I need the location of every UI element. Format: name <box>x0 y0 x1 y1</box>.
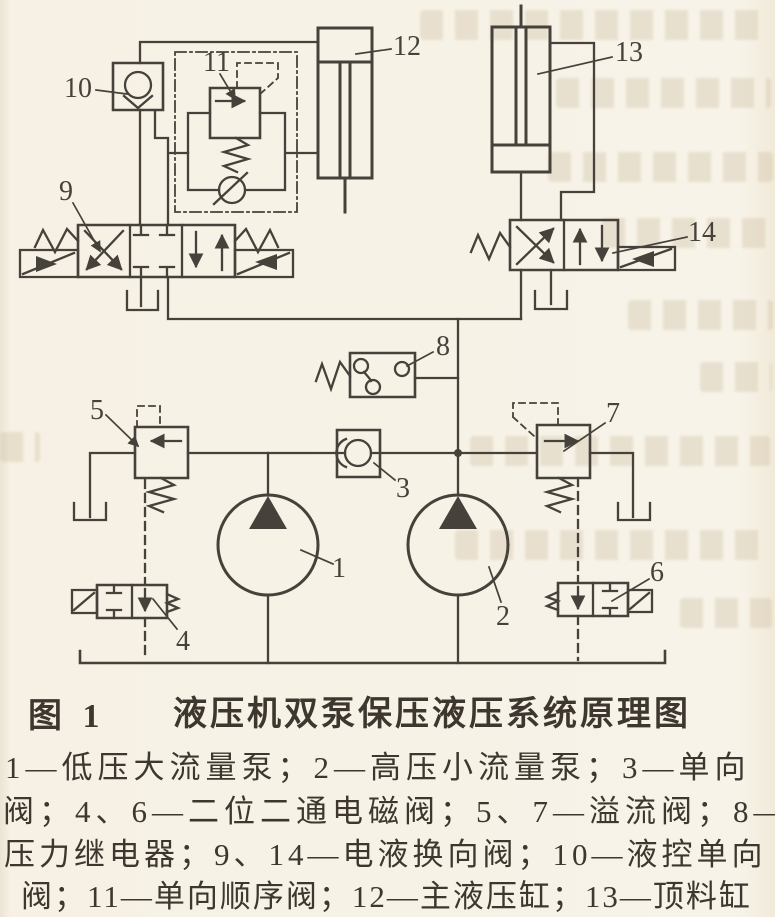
blocked-port-icon <box>107 585 121 618</box>
pilot-line <box>237 63 278 95</box>
spring-icon <box>547 478 572 512</box>
relief-valve-5 <box>135 406 188 512</box>
relief-valve-7 <box>513 403 590 512</box>
tank-icon <box>535 291 567 309</box>
spring-icon <box>547 592 558 610</box>
legend-line: 1—低压大流量泵；2—高压小流量泵；3—单向 <box>5 750 751 785</box>
tank-icon <box>74 503 106 520</box>
spring-icon <box>224 138 248 172</box>
pilot-line <box>137 406 160 427</box>
solenoid-icon <box>628 590 652 612</box>
component-label-7: 7 <box>606 398 620 429</box>
pressure-relay-8 <box>316 353 458 397</box>
legend-line: 压力继电器；9、14—电液换向阀；10—液控单向 <box>4 837 767 872</box>
solenoid-icon <box>20 250 78 277</box>
legend-line: 阀；4、6—二位二通电磁阀；5、7—溢流阀；8— <box>3 794 775 829</box>
main-cylinder-12 <box>318 28 372 212</box>
component-label-12: 12 <box>393 31 421 62</box>
hydraulic-circuit-diagram: 1 2 3 4 5 6 7 8 9 10 11 12 13 14 <box>0 0 716 680</box>
pipe-lines <box>80 42 665 663</box>
component-label-1: 1 <box>332 553 346 584</box>
check-seat-icon <box>124 96 152 108</box>
pump-1 <box>218 495 318 595</box>
component-label-9: 9 <box>59 176 73 207</box>
pump-2 <box>408 495 508 595</box>
component-label-3: 3 <box>396 473 410 504</box>
blocked-port-icon <box>134 225 174 235</box>
pilot-check-valve-10 <box>113 63 163 110</box>
pump-flow-triangle-icon <box>439 496 477 529</box>
solenoid-icon <box>618 247 675 270</box>
blocked-port-icon <box>134 267 174 277</box>
component-label-10: 10 <box>64 73 92 104</box>
spring-icon <box>471 233 510 259</box>
component-label-5: 5 <box>90 395 104 426</box>
component-label-8: 8 <box>436 331 450 362</box>
assembly-boundary <box>175 52 297 212</box>
figure-title: 液压机双泵保压液压系统原理图 <box>173 696 691 733</box>
component-label-11: 11 <box>203 47 230 78</box>
tank-icon <box>618 503 650 520</box>
directional-valve-9 <box>20 225 293 277</box>
component-label-13: 13 <box>615 37 643 68</box>
spring-icon <box>35 229 78 252</box>
spring-icon <box>316 362 350 389</box>
sequence-valve-11 <box>175 52 297 212</box>
pump-flow-triangle-icon <box>249 496 287 529</box>
component-label-2: 2 <box>496 601 510 632</box>
legend-line: 阀；11—单向顺序阀；12—主液压缸；13—顶料缸 <box>21 879 752 914</box>
pilot-line <box>513 403 558 436</box>
spring-icon <box>149 478 174 512</box>
label-leader-lines <box>73 49 687 629</box>
figure-number: 图 1 <box>28 698 106 735</box>
directional-valve-14 <box>471 220 675 270</box>
solenoid-icon <box>235 250 293 277</box>
check-valve-3 <box>336 430 380 477</box>
check-seat-icon <box>214 173 247 204</box>
ejector-cylinder-13 <box>492 6 550 172</box>
spring-icon <box>235 229 278 252</box>
tank-icon <box>127 291 158 310</box>
solenoid-icon <box>72 590 97 613</box>
pipe-junction-dot <box>454 449 462 457</box>
component-label-6: 6 <box>650 557 664 588</box>
component-label-4: 4 <box>176 626 190 657</box>
tank-symbols <box>74 291 650 520</box>
solenoid-valve-6 <box>547 583 652 616</box>
spring-icon <box>167 594 178 612</box>
component-label-14: 14 <box>688 217 716 248</box>
solenoid-valve-4 <box>72 585 178 618</box>
blocked-port-icon <box>603 583 617 616</box>
